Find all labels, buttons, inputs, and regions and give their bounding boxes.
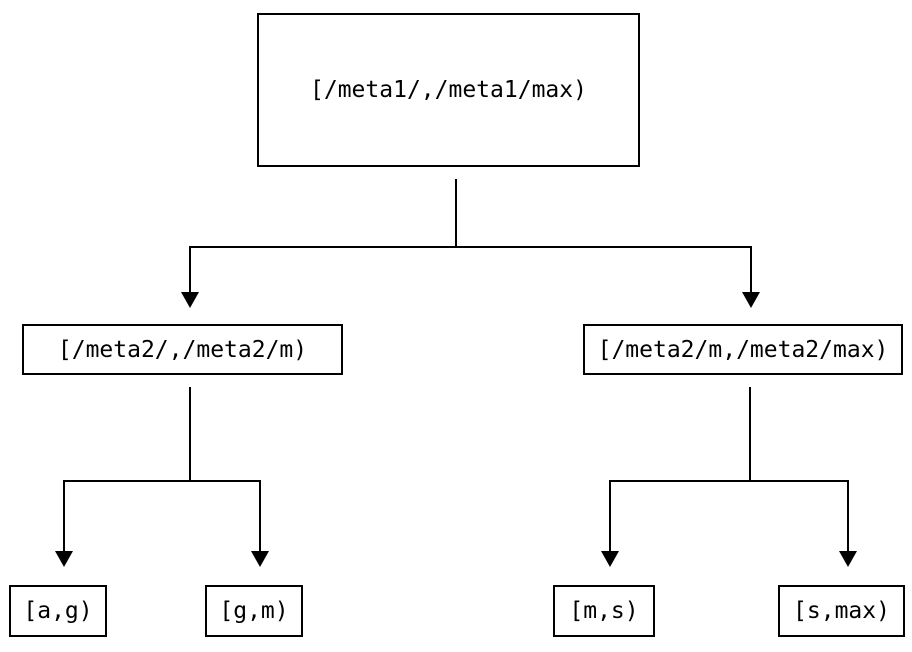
node-leaf-gm: [g,m): [205, 585, 303, 637]
node-leaf-gm-label: [g,m): [219, 598, 289, 624]
edge-root-left: [189, 179, 457, 292]
node-leaf-smax: [s,max): [778, 585, 905, 637]
edge-right-leaf-smax-arrowhead: [839, 551, 857, 567]
edge-right-leaf-ms: [609, 387, 751, 551]
edge-right-leaf-ms-arrowhead: [601, 551, 619, 567]
node-right-child: [/meta2/m,/meta2/max): [583, 324, 903, 375]
node-leaf-smax-label: [s,max): [793, 598, 890, 624]
edge-left-leaf-ag-arrowhead: [55, 551, 73, 567]
edge-left-leaf-ag: [63, 387, 191, 551]
edge-root-right-arrowhead: [742, 292, 760, 308]
node-right-child-label: [/meta2/m,/meta2/max): [597, 336, 889, 363]
node-left-child-label: [/meta2/,/meta2/m): [57, 336, 308, 363]
edge-root-right: [455, 179, 752, 292]
node-leaf-ms-label: [m,s): [569, 598, 639, 624]
edge-left-leaf-gm-arrowhead: [251, 551, 269, 567]
node-leaf-ag-label: [a,g): [23, 598, 93, 624]
node-leaf-ag: [a,g): [9, 585, 107, 637]
edge-left-leaf-gm: [189, 387, 261, 551]
node-leaf-ms: [m,s): [553, 585, 655, 637]
node-root: [/meta1/,/meta1/max): [257, 13, 640, 167]
node-left-child: [/meta2/,/meta2/m): [22, 324, 343, 375]
node-root-label: [/meta1/,/meta1/max): [310, 77, 587, 103]
edge-right-leaf-smax: [749, 387, 849, 551]
edge-root-left-arrowhead: [181, 292, 199, 308]
